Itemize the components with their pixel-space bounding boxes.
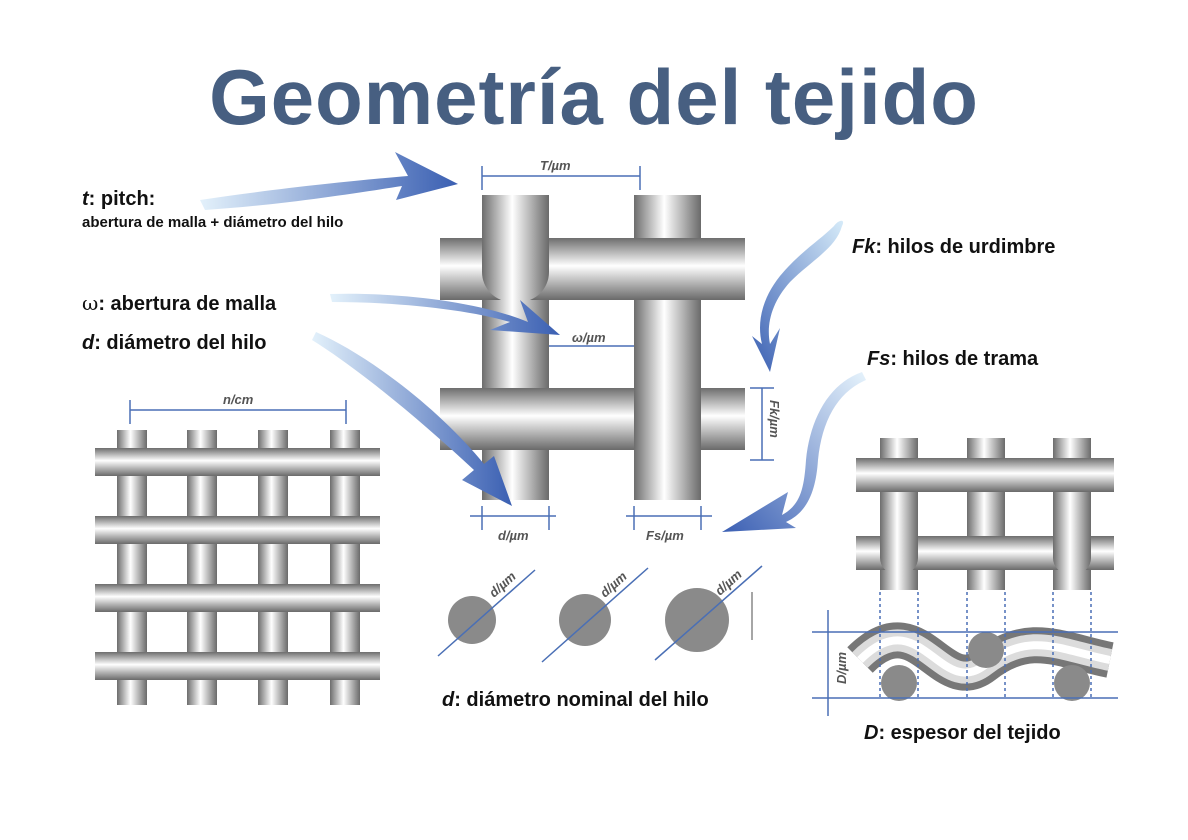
label-d-nominal-symbol: d bbox=[442, 689, 455, 711]
arrow-pitch bbox=[200, 152, 458, 210]
label-fs: Fs: hilos de trama bbox=[867, 348, 1038, 371]
label-d-nominal: d: diámetro nominal del hilo bbox=[442, 689, 709, 712]
dim-d3: d/µm bbox=[712, 566, 745, 598]
page-title: Geometría del tejido bbox=[209, 53, 979, 141]
label-d-nominal-text: : diámetro nominal del hilo bbox=[454, 689, 709, 711]
cross-section bbox=[812, 592, 1118, 716]
nominal-diameter-circles bbox=[437, 565, 763, 663]
label-fk-symbol: Fk bbox=[852, 236, 876, 258]
label-pitch-description: abertura de malla + diámetro del hilo bbox=[82, 214, 344, 231]
label-fs-symbol: Fs bbox=[867, 348, 891, 370]
label-fk-text: : hilos de urdimbre bbox=[875, 236, 1056, 258]
arrow-fs bbox=[722, 372, 866, 532]
dim-d1: d/µm bbox=[486, 568, 519, 600]
dimension-lines bbox=[129, 166, 774, 530]
central-weave bbox=[440, 195, 745, 500]
label-pitch-symbol: t bbox=[82, 188, 89, 210]
arrow-omega bbox=[330, 293, 560, 335]
label-d-text: : diámetro del hilo bbox=[94, 332, 267, 354]
label-omega: ω: abertura de malla bbox=[82, 291, 276, 316]
right-weave bbox=[856, 438, 1114, 590]
dim-d: d/µm bbox=[498, 528, 529, 543]
arrows bbox=[200, 152, 866, 532]
dim-Fs: Fs/µm bbox=[646, 528, 684, 543]
dim-D: D/µm bbox=[834, 652, 849, 684]
label-D: D: espesor del tejido bbox=[864, 722, 1061, 745]
label-d-symbol: d bbox=[82, 332, 95, 354]
label-omega-text: : abertura de malla bbox=[98, 293, 277, 315]
label-fs-text: : hilos de trama bbox=[890, 348, 1039, 370]
label-pitch: t: pitch: bbox=[82, 188, 155, 211]
dim-Fk: Fk/µm bbox=[767, 400, 782, 438]
label-omega-symbol: ω bbox=[82, 291, 99, 315]
label-D-symbol: D bbox=[864, 722, 879, 744]
arrow-d bbox=[312, 332, 512, 506]
dim-omega: ω/µm bbox=[572, 330, 606, 345]
label-pitch-text: : pitch: bbox=[88, 188, 156, 210]
label-d: d: diámetro del hilo bbox=[82, 332, 266, 355]
left-weave bbox=[95, 430, 380, 705]
arrow-fk bbox=[752, 220, 844, 372]
label-fk: Fk: hilos de urdimbre bbox=[852, 236, 1055, 259]
dim-T: T/µm bbox=[540, 158, 571, 173]
dim-d2: d/µm bbox=[597, 568, 630, 600]
dim-n: n/cm bbox=[223, 392, 254, 407]
label-D-text: : espesor del tejido bbox=[878, 722, 1061, 744]
